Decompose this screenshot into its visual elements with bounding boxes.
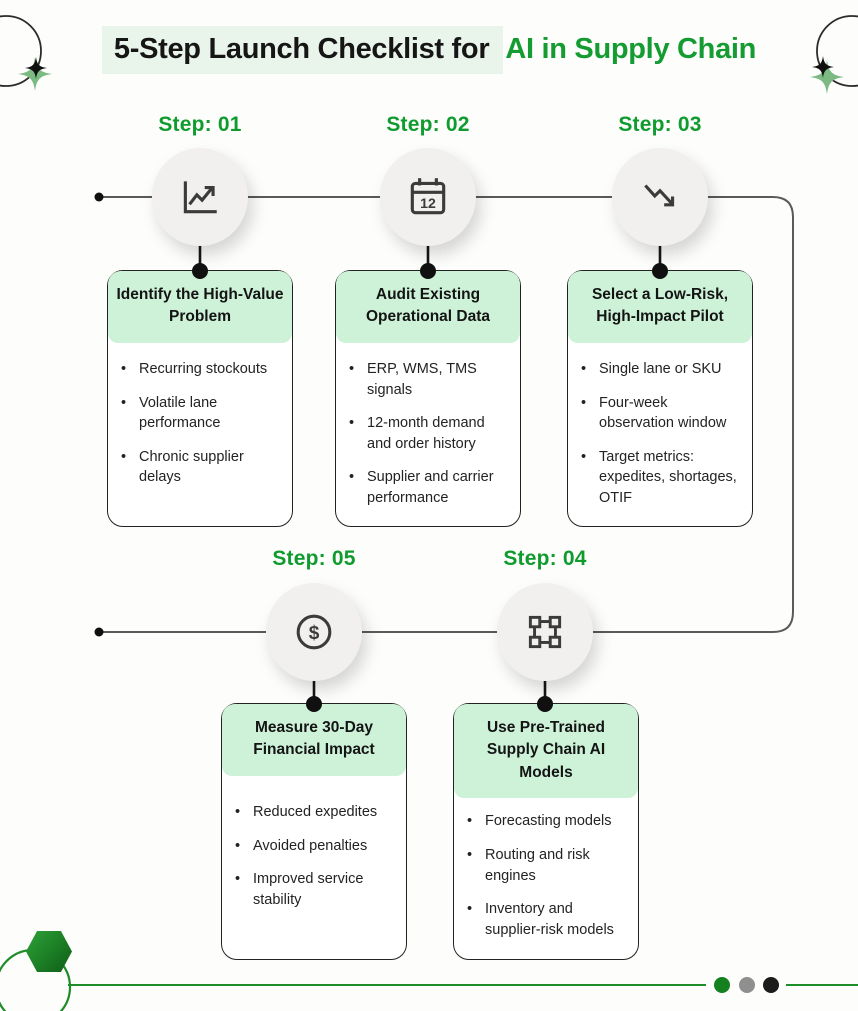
step-card-03: Select a Low-Risk, High-Impact Pilot • Si…	[567, 270, 753, 527]
bullet-text: Reduced expedites	[253, 803, 378, 820]
title-highlight-text: 5-Step Launch Checklist for	[101, 26, 504, 74]
bullet-icon: •	[121, 360, 127, 377]
list-item: • Chronic supplier delays	[121, 447, 284, 488]
list-item: • Improved service stability	[235, 869, 398, 910]
step-label-01: Step: 01	[158, 113, 242, 136]
step-node-03	[612, 148, 708, 246]
card-title: Measure 30-Day Financial Impact	[222, 704, 406, 776]
nodes-square-icon	[528, 615, 562, 649]
list-item: • Supplier and carrier performance	[349, 467, 512, 508]
list-item: • Target metrics: expedites, shortages, O…	[581, 447, 744, 509]
step-card-02: Audit Existing Operational Data • ERP, WM…	[335, 270, 521, 527]
list-item: • Four-week observation window	[581, 393, 744, 434]
list-item: • Avoided penalties	[235, 836, 398, 857]
list-item: • 12-month demand and order history	[349, 413, 512, 454]
bullet-icon: •	[349, 469, 355, 486]
list-item: • Forecasting models	[467, 811, 630, 832]
pagination-dot-green	[714, 977, 730, 993]
calendar-day-number: 12	[420, 195, 436, 211]
card-title: Select a Low-Risk, High-Impact Pilot	[568, 271, 752, 343]
bullet-icon: •	[467, 846, 473, 863]
bullet-text: ERP, WMS, TMS signals	[367, 360, 477, 398]
bullet-text: Single lane or SKU	[599, 360, 722, 377]
step-label-05: Step: 05	[272, 547, 356, 570]
bullet-icon: •	[121, 394, 127, 411]
bullet-text: Target metrics: expedites, shortages, OT…	[599, 448, 737, 506]
corner-decoration-right	[810, 15, 858, 94]
line-end-dot	[94, 627, 104, 637]
step-card-01: Identify the High-Value Problem • Recurri…	[107, 270, 293, 527]
bullet-text: Avoided penalties	[253, 837, 368, 854]
corner-decoration-left	[0, 15, 52, 91]
list-item: • Inventory and supplier-risk models	[467, 899, 630, 940]
line-end-dot	[94, 192, 104, 202]
bullet-icon: •	[581, 394, 587, 411]
step-label-04: Step: 04	[503, 547, 587, 570]
bullet-icon: •	[235, 837, 241, 854]
step-card-05: Measure 30-Day Financial Impact • Reduced…	[221, 703, 407, 960]
pagination-dot-black	[763, 977, 779, 993]
list-item: • Recurring stockouts	[121, 359, 284, 380]
step-node-05: $	[266, 583, 362, 681]
bullet-icon: •	[235, 803, 241, 820]
trend-down-icon	[644, 184, 675, 207]
bullet-icon: •	[235, 871, 241, 888]
bullet-text: Improved service stability	[253, 871, 364, 908]
bullet-text: Volatile lane performance	[139, 394, 221, 432]
step-node-02: 12	[380, 148, 476, 246]
bullet-icon: •	[581, 360, 587, 377]
hexagon-decoration	[26, 931, 72, 972]
list-item: • Reduced expedites	[235, 802, 398, 823]
bullet-text: Chronic supplier delays	[139, 448, 244, 486]
list-item: • Volatile lane performance	[121, 393, 284, 434]
step-card-04: Use Pre-Trained Supply Chain AI Models •…	[453, 703, 639, 960]
bullet-text: Supplier and carrier performance	[367, 469, 494, 506]
bullet-text: 12-month demand and order history	[367, 415, 485, 452]
bullet-icon: •	[581, 448, 587, 465]
list-item: • Routing and risk engines	[467, 845, 630, 886]
card-title: Audit Existing Operational Data	[336, 271, 520, 343]
bullet-icon: •	[349, 415, 355, 432]
bullet-text: Four-week observation window	[599, 394, 727, 432]
card-title: Identify the High-Value Problem	[108, 271, 292, 343]
bullet-text: Routing and risk engines	[485, 846, 590, 884]
bullet-icon: •	[467, 901, 473, 918]
dollar-sign: $	[309, 623, 320, 644]
bullet-icon: •	[121, 448, 127, 465]
list-item: • ERP, WMS, TMS signals	[349, 359, 512, 400]
bullet-text: Recurring stockouts	[139, 360, 268, 377]
bullet-text: Inventory and supplier-risk models	[485, 901, 614, 938]
line-chart-up-icon	[183, 181, 217, 214]
step-node-04	[497, 583, 593, 681]
step-label-03: Step: 03	[618, 113, 702, 136]
bullet-text: Forecasting models	[485, 813, 612, 830]
title-accent-text: AI in Supply Chain	[505, 33, 757, 65]
calendar-icon: 12	[410, 178, 446, 215]
step-label-02: Step: 02	[386, 113, 470, 136]
pagination-dot-gray	[739, 977, 755, 993]
dollar-circle-icon: $	[296, 614, 332, 650]
bullet-icon: •	[467, 813, 473, 830]
list-item: • Single lane or SKU	[581, 359, 744, 380]
bullet-icon: •	[349, 360, 355, 377]
step-node-01	[152, 148, 248, 246]
card-title: Use Pre-Trained Supply Chain AI Models	[454, 704, 638, 799]
